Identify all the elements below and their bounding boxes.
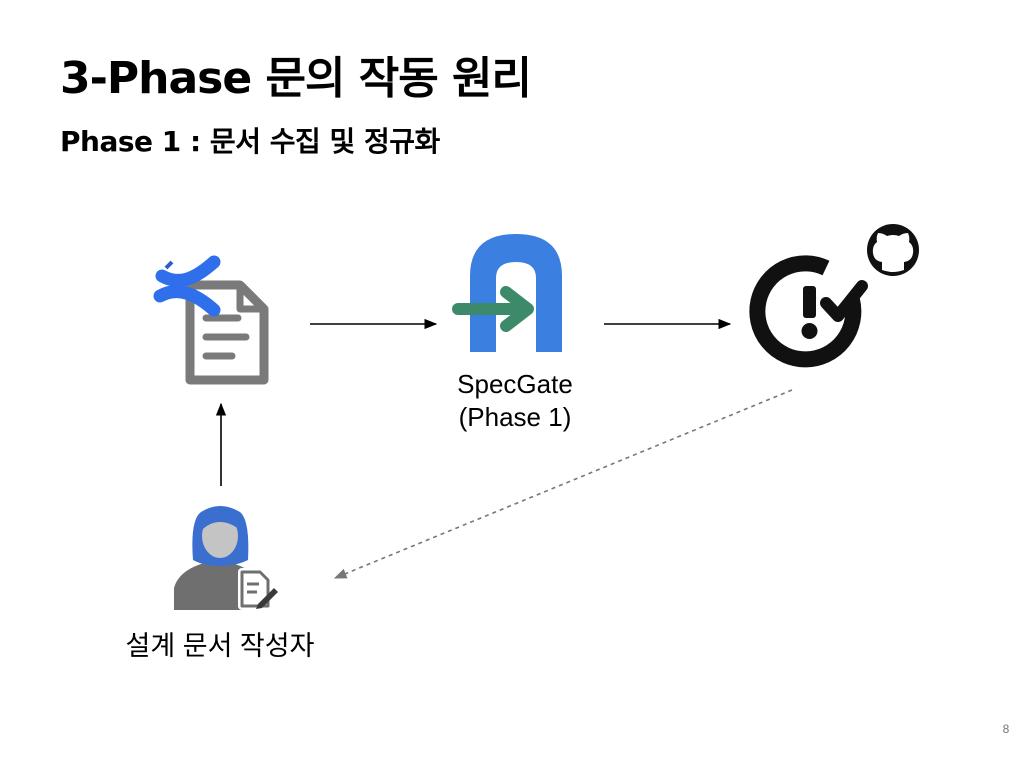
specgate-label-line1: SpecGate <box>457 369 573 399</box>
check-exclamation-icon <box>749 255 868 368</box>
github-icon <box>867 224 919 276</box>
page-number: 8 <box>1002 722 1010 736</box>
specgate-label: SpecGate (Phase 1) <box>400 368 630 434</box>
author-person-icon <box>174 506 278 610</box>
author-label: 설계 문서 작성자 <box>125 631 315 661</box>
specgate-label-line2: (Phase 1) <box>458 402 572 432</box>
slide-title: 3-Phase 문의 작동 원리 <box>60 53 532 104</box>
slide-subtitle: Phase 1 : 문서 수집 및 정규화 <box>60 125 440 158</box>
arrow-check-to-author <box>333 389 793 579</box>
specgate-logo-icon <box>452 234 562 352</box>
confluence-document-icon <box>153 255 269 385</box>
